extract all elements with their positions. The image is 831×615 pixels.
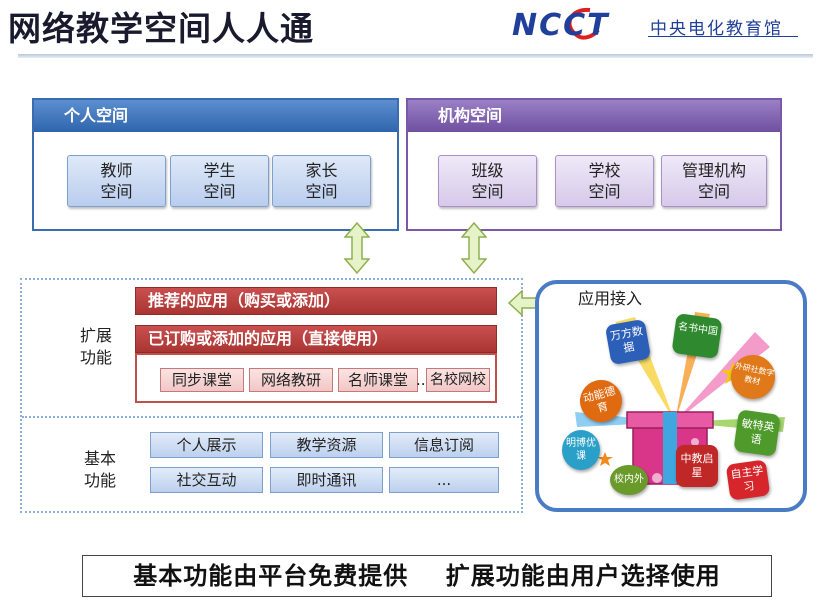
organization-space-title: 机构空间 [408, 100, 780, 132]
basic-teaching-resources[interactable]: 教学资源 [270, 432, 383, 458]
admin-org-space-button[interactable]: 管理机构 空间 [661, 155, 767, 207]
teacher-space-label-2: 空间 [100, 182, 133, 201]
header-divider [18, 54, 813, 58]
zhongjiao-qixing-icon[interactable]: 中教启星 [676, 445, 718, 487]
function-area [20, 278, 523, 513]
extended-label-line2: 功能 [79, 348, 112, 367]
parent-space-button[interactable]: 家长 空间 [272, 155, 371, 207]
book-china-icon[interactable]: 名书中国 [671, 312, 723, 360]
org-name-underline [648, 36, 798, 37]
mingbo-lesson-icon[interactable]: 明博优课 [562, 430, 600, 470]
ncct-logo: NCCT [512, 8, 610, 43]
basic-personal-showcase[interactable]: 个人展示 [150, 432, 263, 458]
double-arrow-vertical-icon [461, 222, 487, 274]
org-name: 中央电化教育馆 [650, 19, 783, 39]
double-arrow-vertical-icon [344, 222, 370, 274]
student-space-label-1: 学生 [203, 161, 236, 180]
student-space-button[interactable]: 学生 空间 [170, 155, 269, 207]
app-famous-school-online[interactable]: 名校网校 [426, 368, 490, 392]
app-access-label: 应用接入 [578, 289, 643, 308]
page-title: 网络教学空间人人通 [8, 9, 314, 48]
footer-caption: 基本功能由平台免费提供 扩展功能由用户选择使用 [133, 562, 721, 590]
basic-instant-messaging[interactable]: 即时通讯 [270, 467, 383, 493]
wanfang-data-icon[interactable]: 万方数据 [604, 318, 652, 366]
teacher-space-button[interactable]: 教师 空间 [67, 155, 166, 207]
basic-social-interaction[interactable]: 社交互动 [150, 467, 263, 493]
teacher-space-label-1: 教师 [100, 161, 133, 180]
basic-function-label: 基本 功能 [70, 448, 130, 492]
app-famous-teacher-class[interactable]: 名师课堂 [338, 368, 418, 392]
self-study-icon[interactable]: 自主学习 [725, 459, 771, 501]
extended-label-line1: 扩展 [79, 326, 112, 345]
parent-space-label-1: 家长 [305, 161, 338, 180]
school-space-label-1: 学校 [588, 161, 621, 180]
basic-label-line1: 基本 [83, 449, 116, 468]
basic-label-line2: 功能 [83, 471, 116, 490]
ncct-logo-swoosh-icon [567, 7, 600, 40]
function-divider [22, 416, 522, 418]
class-space-label-1: 班级 [471, 161, 504, 180]
school-space-button[interactable]: 学校 空间 [555, 155, 654, 207]
personal-space-title: 个人空间 [34, 100, 397, 132]
extended-function-label: 扩展 功能 [66, 325, 126, 369]
mint-english-icon[interactable]: 敏特英语 [733, 409, 781, 457]
recommended-apps-bar[interactable]: 推荐的应用（购买或添加） [135, 287, 497, 315]
basic-more[interactable]: ... [389, 467, 499, 493]
school-space-label-2: 空间 [588, 182, 621, 201]
footer-box [82, 555, 772, 597]
parent-space-label-2: 空间 [305, 182, 338, 201]
student-space-label-2: 空间 [203, 182, 236, 201]
class-space-button[interactable]: 班级 空间 [438, 155, 537, 207]
admin-org-space-label-2: 空间 [697, 182, 730, 201]
app-online-research[interactable]: 网络教研 [249, 368, 333, 392]
in-out-school-icon[interactable]: 校内外 [610, 465, 648, 495]
app-sync-classroom[interactable]: 同步课堂 [160, 368, 244, 392]
class-space-label-2: 空间 [471, 182, 504, 201]
subscribed-apps-bar[interactable]: 已订购或添加的应用（直接使用） [135, 325, 497, 353]
admin-org-space-label-1: 管理机构 [681, 161, 746, 180]
basic-info-subscription[interactable]: 信息订阅 [389, 432, 499, 458]
